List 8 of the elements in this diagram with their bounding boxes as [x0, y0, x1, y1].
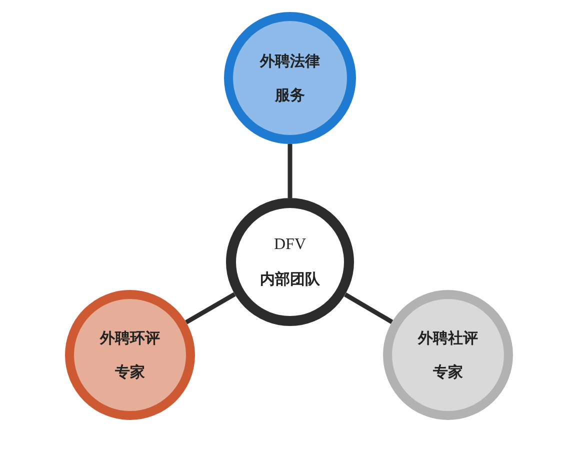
node-label: 外聘环评专家: [98, 328, 161, 383]
node-label: DFV: [274, 235, 306, 255]
connector-line: [288, 144, 292, 198]
node-label: 外聘法律服务: [258, 51, 321, 106]
connector-line: [344, 292, 394, 324]
node-label: 内部团队: [259, 269, 321, 290]
node-label: 外聘社评专家: [416, 328, 479, 383]
connector-line: [185, 292, 236, 324]
